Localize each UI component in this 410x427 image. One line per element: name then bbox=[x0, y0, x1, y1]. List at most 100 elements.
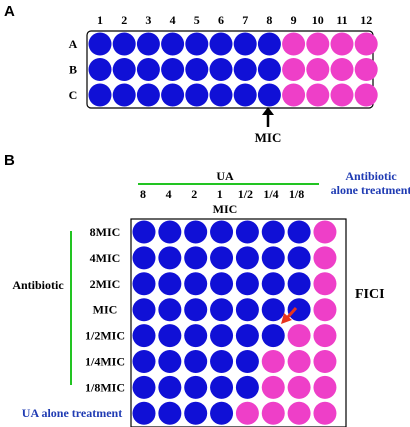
panel-b-well bbox=[235, 220, 259, 244]
panel-b-well bbox=[313, 220, 337, 244]
antibiotic-alone-line2: alone treatment bbox=[331, 183, 410, 197]
panel-b-well bbox=[210, 298, 234, 322]
panel-b-y-label: 8MIC bbox=[90, 225, 121, 239]
panel-a-well bbox=[185, 58, 209, 81]
panel-b-well bbox=[158, 401, 182, 425]
panel-b-x-label: 8 bbox=[140, 187, 146, 201]
panel-b-well bbox=[235, 375, 259, 399]
panel-b-well bbox=[313, 324, 337, 348]
panel-b-plate-frame bbox=[130, 218, 347, 427]
panel-b-well bbox=[210, 375, 234, 399]
panel-b-well bbox=[287, 401, 311, 425]
panel-a-well bbox=[233, 83, 257, 107]
panel-a-row-labels: ABC bbox=[69, 37, 78, 102]
panel-b-well bbox=[132, 246, 156, 270]
panel-a-well bbox=[354, 32, 378, 56]
panel-a-well bbox=[257, 83, 281, 107]
panel-a-well bbox=[257, 58, 281, 81]
panel-a-row-label: A bbox=[69, 37, 78, 51]
panel-a-letter: A bbox=[4, 3, 15, 20]
panel-a-col-label: 7 bbox=[242, 13, 248, 27]
panel-b-well bbox=[313, 375, 337, 399]
panel-b-well bbox=[235, 298, 259, 322]
panel-a-col-label: 1 bbox=[97, 13, 103, 27]
panel-b-well bbox=[313, 298, 337, 322]
panel-a-well bbox=[306, 32, 330, 56]
panel-b-well bbox=[158, 272, 182, 296]
panel-b-x-label: 1/4 bbox=[263, 187, 278, 201]
panel-a-well bbox=[330, 58, 354, 81]
panel-b-well bbox=[210, 246, 234, 270]
panel-b-well bbox=[158, 220, 182, 244]
panel-a-well bbox=[136, 32, 160, 56]
panel-a-well bbox=[88, 32, 112, 56]
panel-b-well bbox=[287, 246, 311, 270]
panel-a-wells bbox=[88, 32, 378, 107]
panel-b-x-label: 1 bbox=[217, 187, 223, 201]
panel-b-well bbox=[261, 350, 285, 373]
panel-b-well bbox=[287, 272, 311, 296]
panel-b-x-label: 4 bbox=[166, 187, 172, 201]
panel-b-well bbox=[132, 401, 156, 425]
panel-b-well bbox=[158, 350, 182, 373]
panel-a-well bbox=[136, 58, 160, 81]
panel-a-col-label: 2 bbox=[121, 13, 127, 27]
panel-a-well bbox=[233, 58, 257, 81]
panel-a-well bbox=[112, 32, 136, 56]
panel-a-well bbox=[209, 58, 233, 81]
panel-a-well bbox=[354, 58, 378, 81]
panel-b-well bbox=[158, 246, 182, 270]
panel-b-well bbox=[287, 220, 311, 244]
panel-b-well bbox=[184, 220, 208, 244]
panel-b-well bbox=[210, 350, 234, 373]
panel-b-well bbox=[158, 324, 182, 348]
panel-b-well bbox=[313, 272, 337, 296]
panel-a-col-label: 9 bbox=[291, 13, 297, 27]
panel-b-y-label: 2MIC bbox=[90, 277, 121, 291]
panel-b-well bbox=[184, 401, 208, 425]
red-arrow-icon bbox=[281, 306, 298, 324]
panel-b-well bbox=[184, 246, 208, 270]
panel-b-y-label: MIC bbox=[93, 303, 118, 317]
ua-alone-label: UA alone treatment bbox=[22, 406, 122, 420]
panel-a-well bbox=[209, 83, 233, 107]
panel-b-well bbox=[287, 298, 311, 322]
panel-a-col-label: 11 bbox=[336, 13, 347, 27]
x-mic-label: MIC bbox=[213, 202, 238, 216]
panel-b-well bbox=[313, 246, 337, 270]
panel-a-col-label: 8 bbox=[266, 13, 272, 27]
panel-b-well bbox=[235, 324, 259, 348]
panel-b-well bbox=[261, 246, 285, 270]
panel-a-mic-label: MIC bbox=[255, 130, 282, 145]
panel-b-y-label: 1/4MIC bbox=[85, 355, 125, 369]
panel-b-well bbox=[261, 375, 285, 399]
panel-b-well bbox=[132, 375, 156, 399]
panel-a-well bbox=[306, 83, 330, 107]
panel-a-well bbox=[88, 58, 112, 81]
panel-b-well bbox=[261, 298, 285, 322]
panel-a-well bbox=[88, 83, 112, 107]
panel-a-row-label: C bbox=[69, 88, 78, 102]
panel-b-y-label: 4MIC bbox=[90, 251, 121, 265]
panel-b-well bbox=[313, 401, 337, 425]
panel-a-well bbox=[330, 32, 354, 56]
panel-a-col-label: 5 bbox=[194, 13, 200, 27]
panel-b-well bbox=[261, 324, 285, 348]
panel-b-well bbox=[210, 220, 234, 244]
panel-a-well bbox=[282, 32, 306, 56]
panel-b-well bbox=[132, 272, 156, 296]
panel-a-well bbox=[112, 58, 136, 81]
panel-a-well bbox=[161, 58, 185, 81]
panel-a-well bbox=[112, 83, 136, 107]
panel-b-well bbox=[261, 220, 285, 244]
panel-b-well bbox=[132, 324, 156, 348]
ua-label: UA bbox=[216, 169, 234, 183]
antibiotic-alone-line1: Antibiotic bbox=[345, 169, 397, 183]
panel-b-well bbox=[132, 298, 156, 322]
panel-b-x-label: 1/2 bbox=[238, 187, 253, 201]
panel-b-well bbox=[158, 375, 182, 399]
panel-b-well bbox=[261, 401, 285, 425]
panel-b-wells bbox=[132, 220, 337, 425]
